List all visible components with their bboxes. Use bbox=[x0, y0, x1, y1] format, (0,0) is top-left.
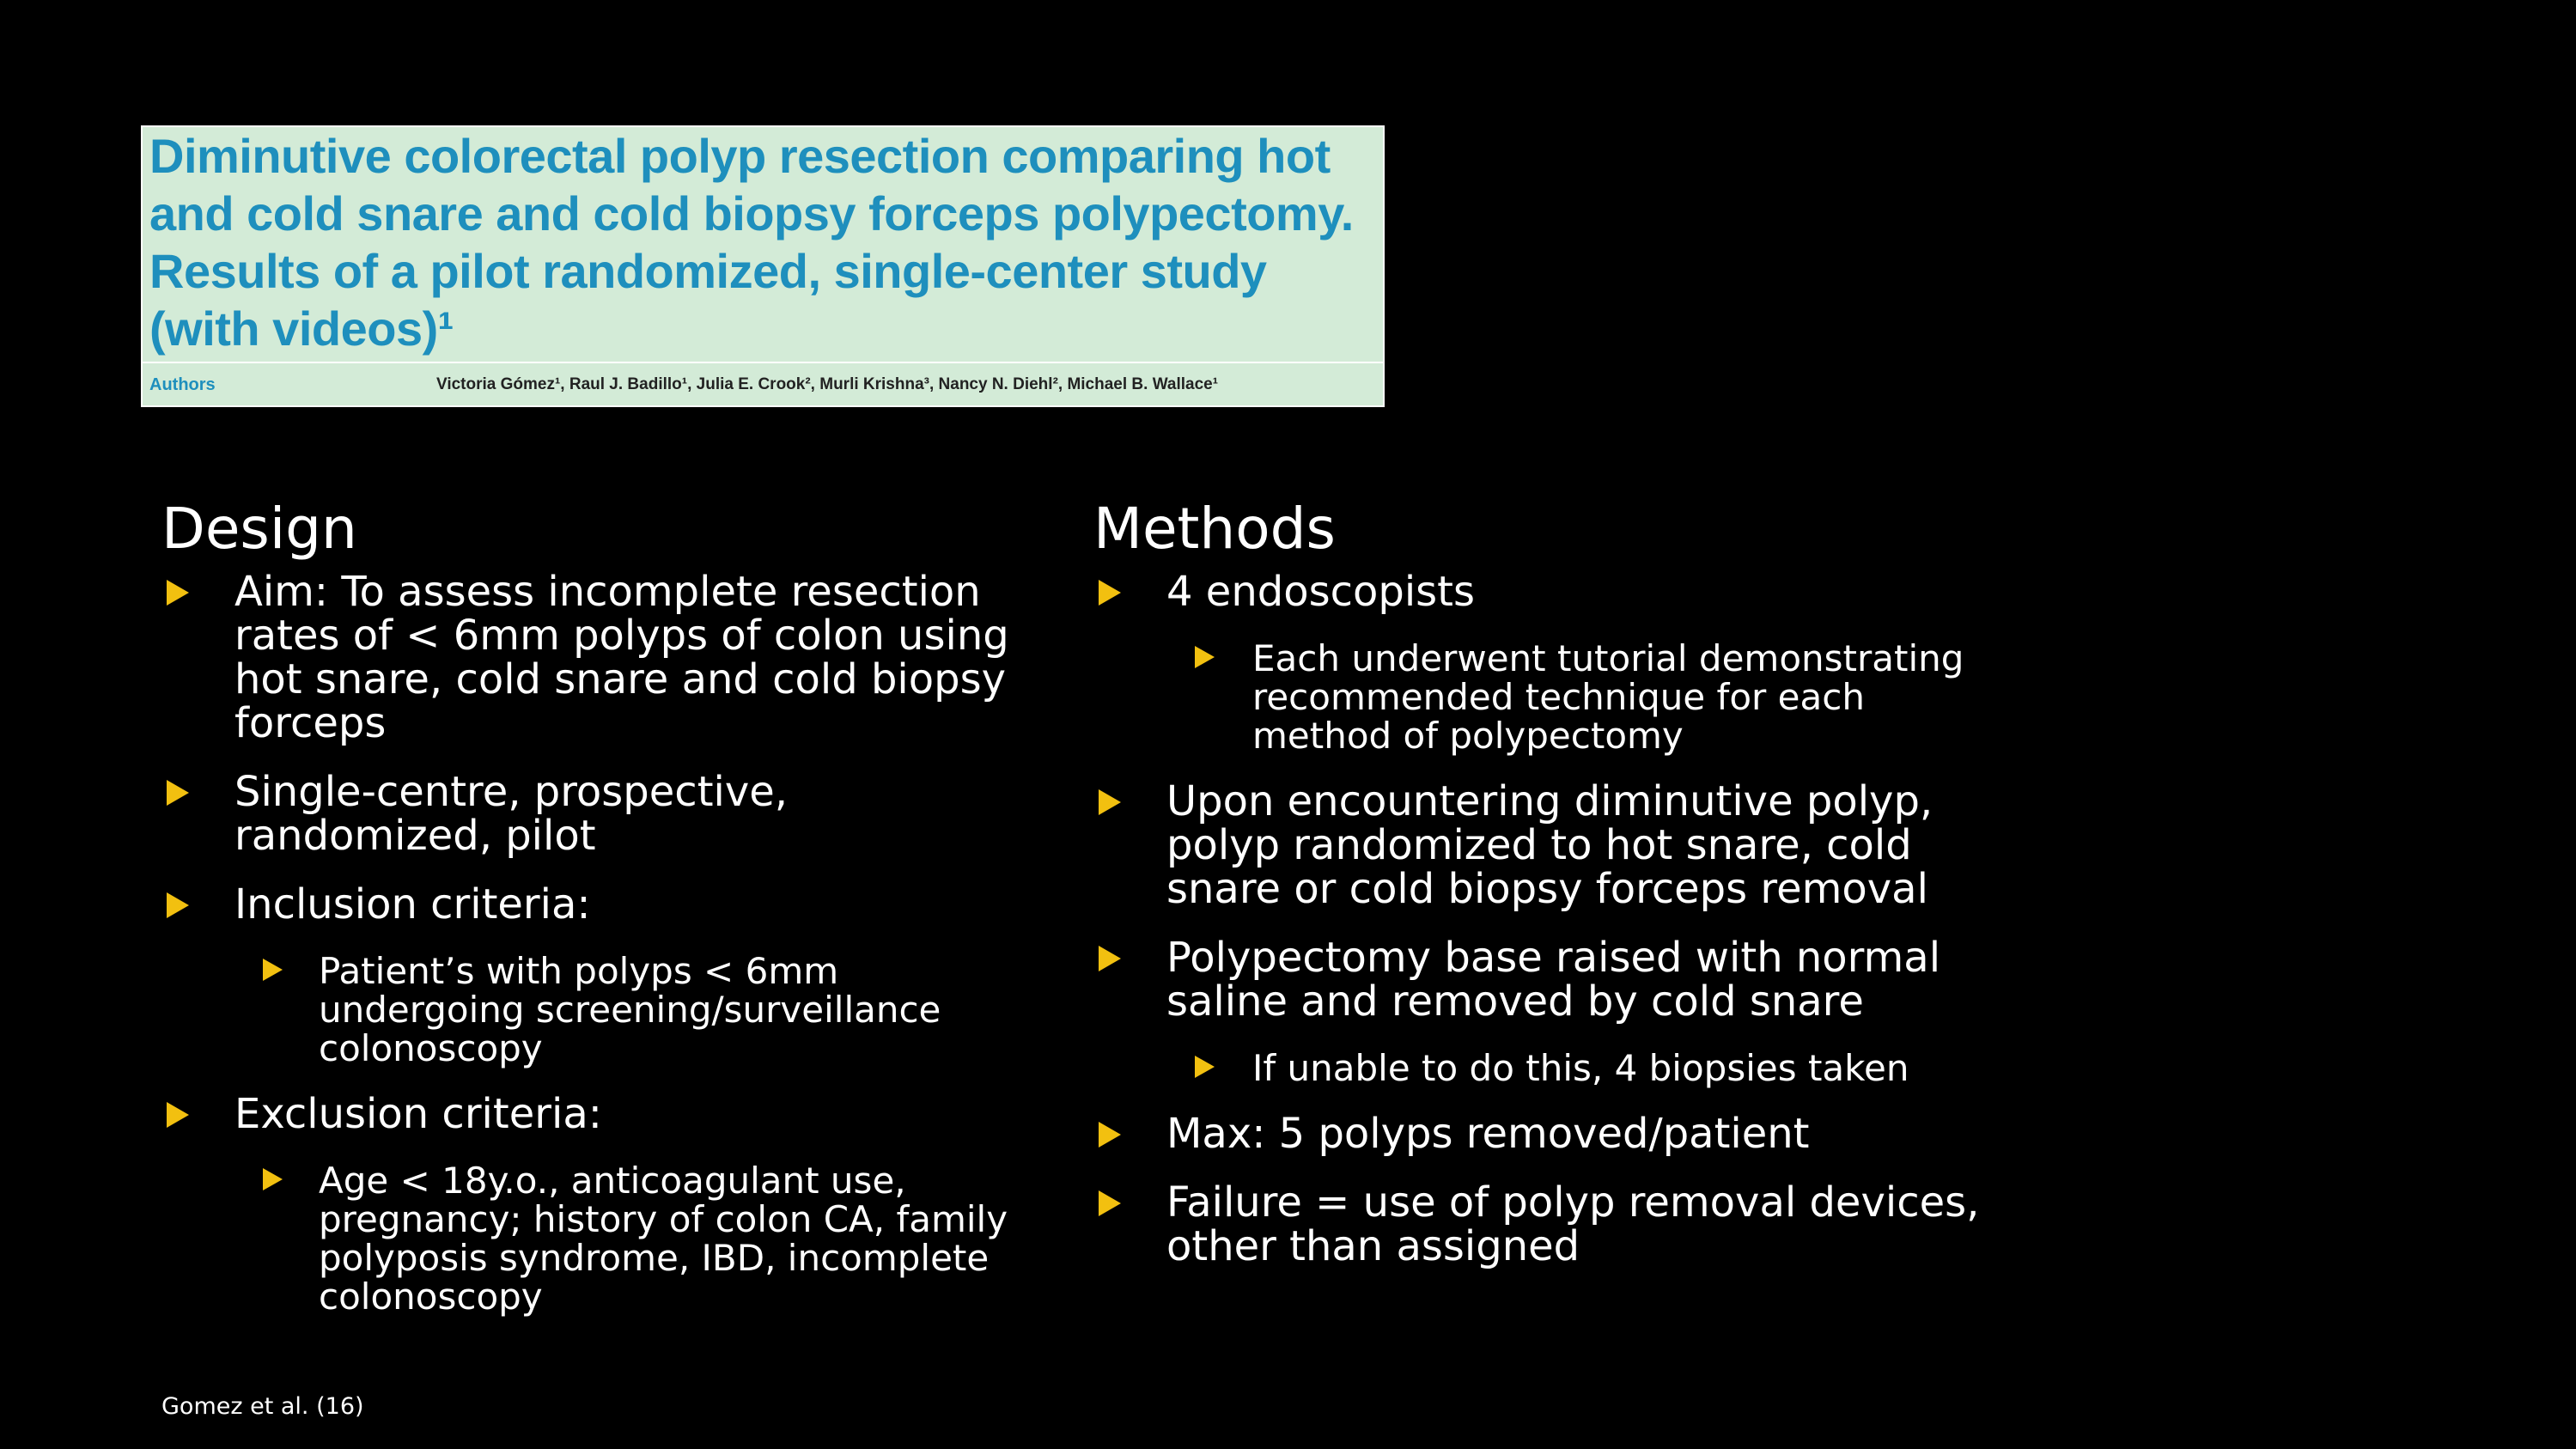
methods-subitem: If unable to do this, 4 biopsies taken bbox=[1093, 1049, 2004, 1087]
design-heading: Design bbox=[161, 496, 357, 562]
design-item: Inclusion criteria: bbox=[161, 883, 1046, 927]
paper-title: Diminutive colorectal polyp resection co… bbox=[149, 129, 1354, 356]
triangle-bullet-icon bbox=[167, 1102, 189, 1128]
design-item: Single-centre, prospective, randomized, … bbox=[161, 770, 1046, 858]
paper-header-image: Diminutive colorectal polyp resection co… bbox=[141, 125, 1385, 407]
design-subitem: Age < 18y.o., anticoagulant use, pregnan… bbox=[161, 1161, 1046, 1316]
design-subitem: Patient’s with polyps < 6mm undergoing s… bbox=[161, 952, 1046, 1068]
authors-list: Victoria Gómez¹, Raul J. Badillo¹, Julia… bbox=[436, 375, 1219, 393]
citation-footnote: Gomez et al. (16) bbox=[161, 1393, 364, 1420]
methods-heading: Methods bbox=[1093, 496, 1336, 562]
methods-item: Failure = use of polyp removal devices, … bbox=[1093, 1181, 2004, 1269]
triangle-bullet-icon bbox=[263, 1168, 283, 1190]
triangle-bullet-icon bbox=[1195, 1056, 1215, 1078]
triangle-bullet-icon bbox=[167, 580, 189, 606]
methods-column: Methods 4 endoscopists Each underwent tu… bbox=[1093, 495, 2004, 1294]
triangle-bullet-icon bbox=[263, 959, 283, 981]
methods-item: Upon encountering diminutive polyp, poly… bbox=[1093, 780, 2004, 911]
header-divider bbox=[143, 362, 1383, 363]
design-column: Design Aim: To assess incomplete resecti… bbox=[161, 495, 1046, 1341]
design-item: Aim: To assess incomplete resection rate… bbox=[161, 570, 1046, 746]
triangle-bullet-icon bbox=[167, 892, 189, 918]
authors-label: Authors bbox=[149, 375, 216, 394]
triangle-bullet-icon bbox=[1099, 580, 1121, 606]
triangle-bullet-icon bbox=[1099, 1190, 1121, 1216]
design-item: Exclusion criteria: bbox=[161, 1093, 1046, 1136]
methods-item: Polypectomy base raised with normal sali… bbox=[1093, 936, 2004, 1024]
triangle-bullet-icon bbox=[1195, 646, 1215, 668]
methods-subitem: Each underwent tutorial demonstrating re… bbox=[1093, 639, 2004, 755]
triangle-bullet-icon bbox=[1099, 946, 1121, 971]
design-list: Aim: To assess incomplete resection rate… bbox=[161, 570, 1046, 1316]
methods-item: 4 endoscopists bbox=[1093, 570, 2004, 614]
triangle-bullet-icon bbox=[167, 780, 189, 806]
triangle-bullet-icon bbox=[1099, 789, 1121, 815]
methods-item: Max: 5 polyps removed/patient bbox=[1093, 1112, 2004, 1156]
triangle-bullet-icon bbox=[1099, 1122, 1121, 1148]
methods-list: 4 endoscopists Each underwent tutorial d… bbox=[1093, 570, 2004, 1269]
